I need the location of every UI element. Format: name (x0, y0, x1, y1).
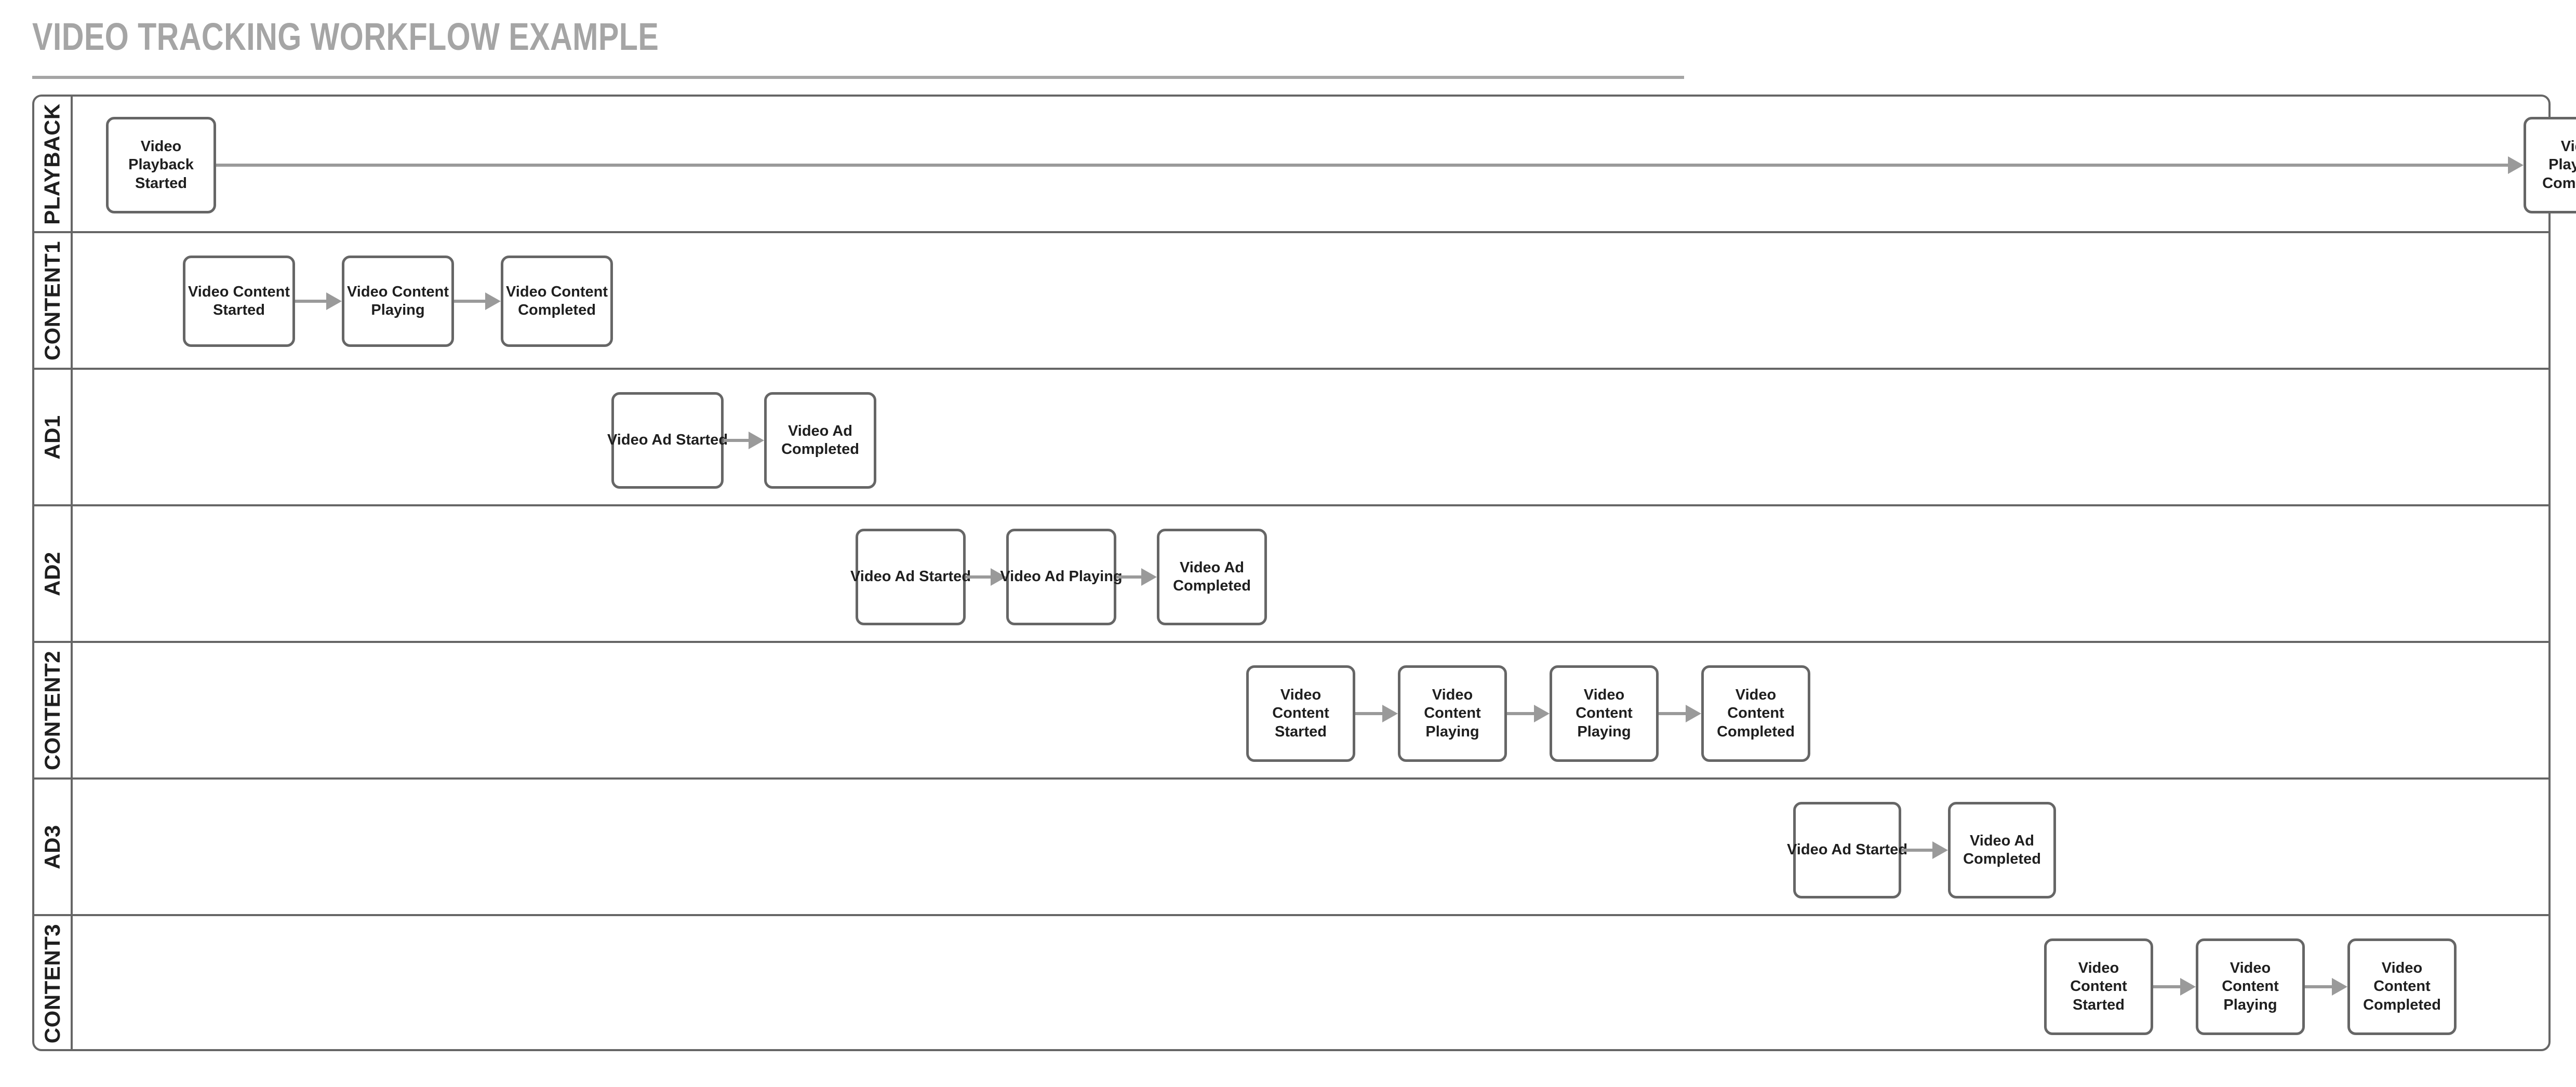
swimlane-ad1: AD1 Video Ad Started Video Ad Completed (34, 370, 2548, 506)
task-node[interactable]: Video Ad Started (850, 529, 971, 625)
task-node-label: Video Content Playing (1424, 686, 1481, 740)
connector-arrowhead (326, 292, 342, 310)
task-node[interactable]: Video Ad Started (607, 392, 728, 489)
task-node-label: Video Playback Completed (2542, 138, 2576, 192)
lane-header-content1: CONTENT1 (34, 233, 73, 368)
page-title: VIDEO TRACKING WORKFLOW EXAMPLE (32, 15, 659, 58)
lane-body-ad1: Video Ad Started Video Ad Completed (73, 370, 2548, 504)
connector-arrowhead (485, 292, 501, 310)
swimlane-ad3: AD3 Video Ad Started Video Ad Completed (34, 780, 2548, 916)
task-node[interactable]: Video Playback Completed (2524, 117, 2576, 213)
lane-header-content3: CONTENT3 (34, 916, 73, 1051)
task-node[interactable]: Video Content Completed (501, 256, 613, 347)
task-node[interactable]: Video Ad Started (1787, 802, 1907, 898)
task-node[interactable]: Video Content Completed (1701, 665, 1810, 762)
lane-label: CONTENT2 (40, 650, 65, 770)
connector-line (1901, 849, 1932, 852)
lane-label: PLAYBACK (40, 103, 65, 225)
task-node[interactable]: Video Ad Completed (764, 392, 876, 489)
connector-arrowhead (2180, 978, 2196, 996)
task-node[interactable]: Video Content Playing (2196, 938, 2305, 1035)
lane-body-ad2: Video Ad Started Video Ad Playing Video … (73, 506, 2548, 641)
task-node[interactable]: Video Content Started (183, 256, 295, 347)
lane-label: CONTENT3 (40, 923, 65, 1044)
task-node-label: Video Ad Started (1786, 841, 1908, 858)
swimlane-content3: CONTENT3 Video Content Started Video Con… (34, 916, 2548, 1051)
lane-body-ad3: Video Ad Started Video Ad Completed (73, 780, 2548, 914)
task-node-label: Video Content Completed (1717, 686, 1795, 740)
task-node-label: Video Ad Completed (1963, 832, 2041, 867)
task-node[interactable]: Video Content Playing (1398, 665, 1507, 762)
connector-arrowhead (749, 432, 764, 449)
connector-line (1507, 712, 1534, 715)
task-node-label: Video Content Playing (346, 283, 449, 318)
lane-header-playback: PLAYBACK (34, 97, 73, 231)
task-node[interactable]: Video Ad Completed (1948, 802, 2056, 898)
task-node[interactable]: Video Ad Playing (1000, 529, 1123, 625)
connector-arrowhead (1932, 841, 1948, 859)
connector-line (454, 300, 485, 303)
connector-arrowhead (1534, 705, 1550, 722)
task-node[interactable]: Video Ad Completed (1157, 529, 1267, 625)
swimlane-pool: PLAYBACK Video Playback Started Video Pl… (32, 95, 2576, 1051)
task-node[interactable]: Video Content Started (2044, 938, 2153, 1035)
task-node-label: Video Ad Completed (781, 422, 859, 458)
lane-label: CONTENT1 (40, 240, 65, 360)
connector-line (1116, 575, 1141, 579)
connector-line (216, 164, 2508, 167)
swimlane-playback: PLAYBACK Video Playback Started Video Pl… (34, 97, 2576, 233)
task-node[interactable]: Video Content Started (1246, 665, 1355, 762)
task-node-label: Video Ad Started (607, 432, 728, 449)
task-node-label: Video Ad Completed (1173, 559, 1251, 594)
swimlane-content2: CONTENT2 Video Content Started Video Con… (34, 643, 2548, 780)
connector-line (966, 575, 991, 579)
lane-label: AD2 (40, 551, 64, 596)
connector-arrowhead (1686, 705, 1701, 722)
lane-body-content1: Video Content Started Video Content Play… (73, 233, 2548, 368)
lane-header-ad1: AD1 (34, 370, 73, 504)
connector-arrowhead (2332, 978, 2347, 996)
task-node[interactable]: Video Content Completed (2347, 938, 2457, 1035)
connector-arrowhead (991, 568, 1006, 586)
connector-line (295, 300, 326, 303)
lane-label: AD1 (40, 414, 64, 460)
lane-label: AD3 (40, 824, 64, 869)
task-node-label: Video Ad Playing (1000, 568, 1123, 585)
lane-body-playback: Video Playback Started Video Playback Co… (73, 97, 2576, 231)
task-node-label: Video Content Completed (2363, 959, 2441, 1013)
connector-arrowhead (1141, 568, 1157, 586)
task-node-label: Video Ad Started (850, 568, 971, 585)
connector-arrowhead (2508, 156, 2524, 174)
lane-header-ad3: AD3 (34, 780, 73, 914)
lane-header-content2: CONTENT2 (34, 643, 73, 777)
lane-header-ad2: AD2 (34, 506, 73, 641)
task-node[interactable]: Video Playback Started (106, 117, 216, 213)
connector-arrowhead (1382, 705, 1398, 722)
task-node-label: Video Content Playing (1576, 686, 1633, 740)
connector-line (724, 439, 749, 442)
connector-line (2305, 985, 2332, 988)
task-node[interactable]: Video Content Playing (1550, 665, 1659, 762)
task-node-label: Video Content Playing (2222, 959, 2279, 1013)
connector-line (1355, 712, 1382, 715)
lane-body-content2: Video Content Started Video Content Play… (73, 643, 2548, 777)
task-node-label: Video Content Started (2070, 959, 2127, 1013)
task-node-label: Video Content Started (188, 283, 290, 318)
connector-line (1659, 712, 1686, 715)
task-node-label: Video Playback Started (128, 138, 194, 192)
task-node[interactable]: Video Content Playing (342, 256, 454, 347)
title-divider (32, 76, 1684, 79)
task-node-label: Video Content Started (1272, 686, 1329, 740)
connector-line (2153, 985, 2180, 988)
swimlane-content1: CONTENT1 Video Content Started Video Con… (34, 233, 2548, 370)
swimlane-ad2: AD2 Video Ad Started Video Ad Playing Vi… (34, 506, 2548, 643)
task-node-label: Video Content Completed (505, 283, 608, 318)
lane-body-content3: Video Content Started Video Content Play… (73, 916, 2548, 1051)
